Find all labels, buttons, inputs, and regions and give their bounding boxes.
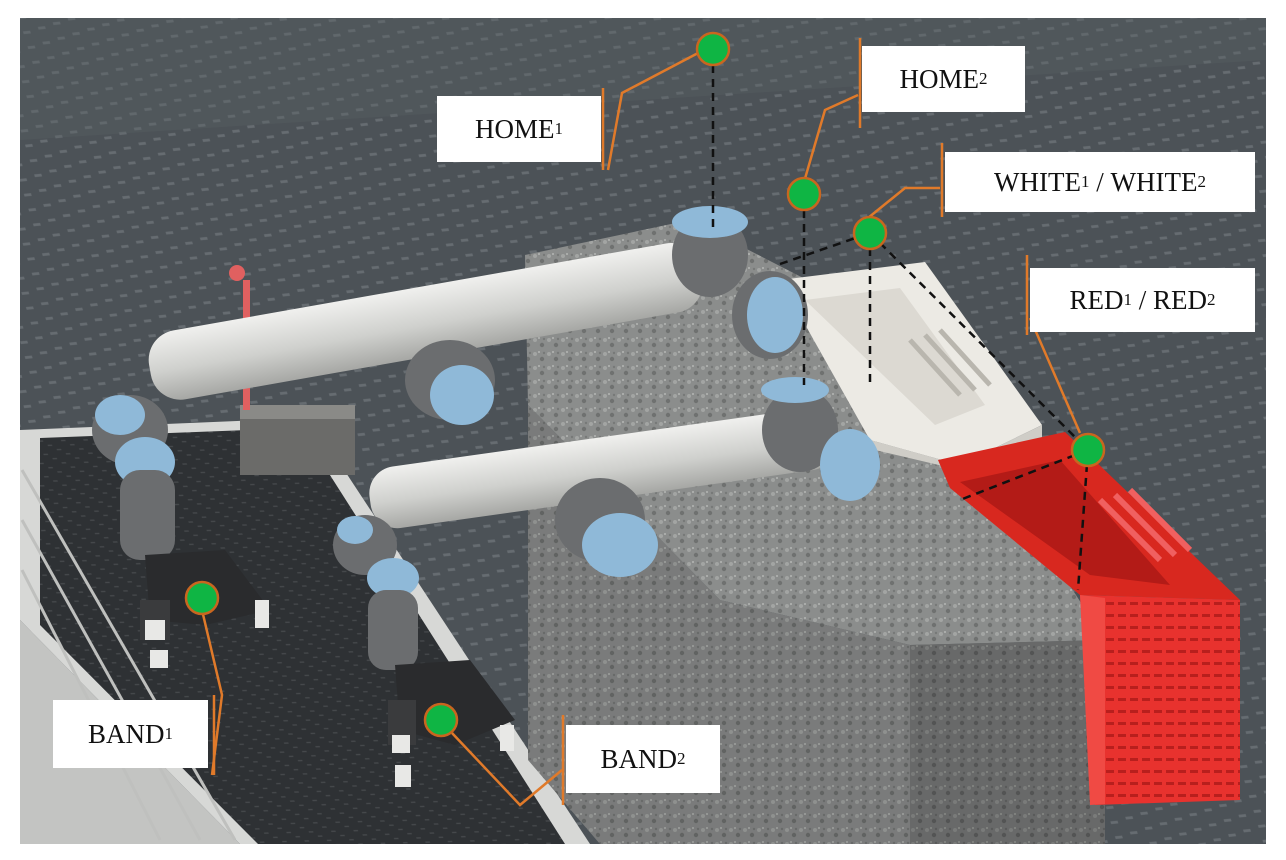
label-red-base1: RED [1069, 284, 1124, 315]
waypoints [184, 31, 1106, 738]
waypoint-red-marker [1070, 432, 1106, 468]
label-white-sub1: 1 [1080, 172, 1090, 191]
label-white-base1: WHITE [994, 166, 1081, 197]
waypoint-home1-marker [695, 31, 731, 67]
waypoint-band2-marker [423, 702, 459, 738]
label-red-sep: / [1131, 284, 1153, 315]
label-white-sub2: 2 [1197, 172, 1206, 191]
label-band2-base: BAND [600, 743, 677, 774]
robot-arm-1 [92, 206, 808, 668]
label-home2-base: HOME [899, 63, 980, 94]
label-home1-sub: 1 [554, 119, 564, 138]
label-red-sub1: 1 [1123, 290, 1132, 309]
label-band2-sub: 2 [677, 749, 686, 768]
white-crate [780, 262, 1042, 470]
waypoint-white-marker [852, 215, 888, 251]
waypoint-band1-marker [184, 580, 220, 616]
label-band1-base: BAND [87, 718, 165, 749]
label-red-sub2: 2 [1207, 290, 1216, 309]
label-red-base2: RED [1153, 284, 1207, 315]
leader-lines [200, 38, 1082, 807]
red-crate [938, 432, 1240, 805]
label-white-base2: WHITE [1110, 166, 1198, 197]
label-white-sep: / [1089, 166, 1111, 197]
label-home2-sub: 2 [979, 69, 988, 88]
waypoint-home2-marker [786, 176, 822, 212]
label-home1-base: HOME [475, 113, 555, 144]
dashed-projection-lines [711, 65, 1090, 591]
label-band1-sub: 1 [164, 724, 174, 743]
